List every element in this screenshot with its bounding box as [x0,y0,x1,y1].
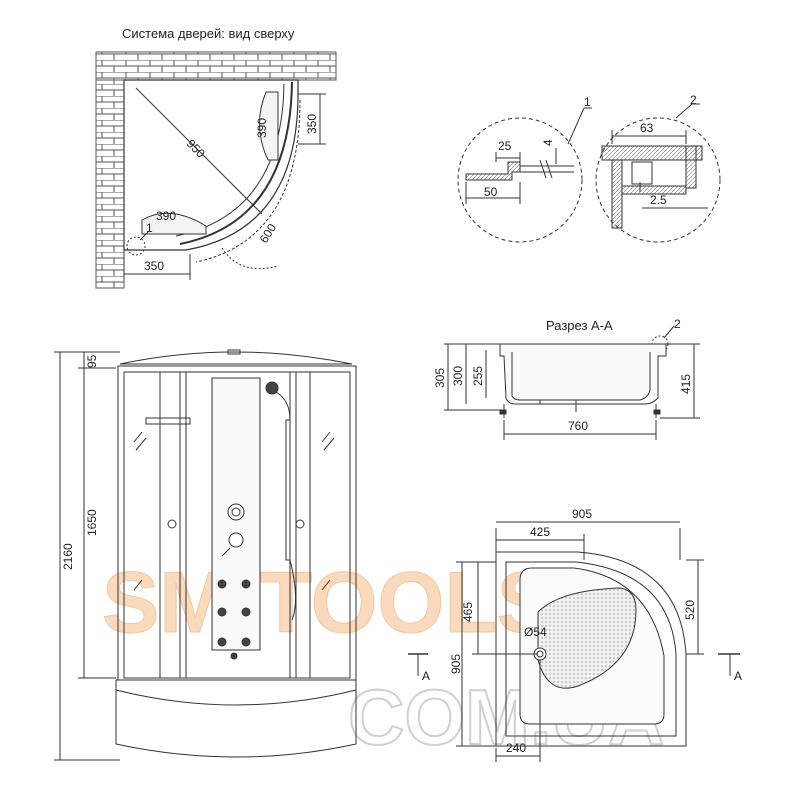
dim-1650: 1650 [85,509,99,536]
shower-head [265,381,279,395]
section-d415: 415 [679,374,693,394]
detail-1-d25: 25 [498,139,512,153]
section-marker-left: A [422,669,430,683]
detail-1: 1 25 4 50 [457,95,592,243]
section-d255: 255 [471,366,485,386]
mixer [228,532,244,548]
tray-d240: 240 [506,741,526,755]
callout-1-circle [126,236,146,256]
tray-section [499,343,667,405]
section-d300: 300 [451,366,465,386]
dim-950: 950 [184,137,208,161]
detail-2: 2 63 2.5 [595,93,721,243]
swing-arc-1 [258,91,279,161]
dim-390-bottom: 390 [156,209,176,223]
tray-d520: 520 [683,600,697,620]
massage-jets [217,579,251,660]
swing-arc-3 [221,247,279,270]
tray-d425: 425 [530,525,550,539]
dim-2160: 2160 [61,543,75,570]
profile-1 [465,161,521,181]
detail-1-circle [457,117,583,243]
tray-d465: 465 [461,602,475,622]
tray-outline [495,551,687,747]
section-callout-2: 2 [674,317,681,331]
detail-1-d50: 50 [484,185,498,199]
tray-d905-top: 905 [572,507,592,521]
dim-350-bottom: 350 [144,259,164,273]
cabin-outline [123,79,299,251]
door-arc-outer [179,81,293,245]
profile-2-side-right [685,145,697,189]
detail-1-d4: 4 [541,139,555,146]
watermark-line1: SM-TOOLS [102,555,554,651]
profile-2-top [601,145,703,161]
handle-left [167,519,177,529]
detail-2-d25: 2.5 [650,193,667,207]
brick-wall-left [95,79,125,289]
tray-top-view: 905 425 Ø54 905 465 520 240 A [408,507,742,762]
tray-d54: Ø54 [524,625,547,639]
handle-right [295,519,305,529]
detail-2-circle [595,117,721,243]
swing-arc-2 [141,212,207,235]
top-view: Система дверей: вид сверху 950 350 390 3… [95,26,337,289]
dim-95: 95 [85,354,99,368]
section-title: Разрез А-А [546,318,613,333]
callout-1: 1 [146,221,153,235]
tray-front [115,679,357,758]
dim-350-right: 350 [305,114,319,134]
section-marker-right: A [734,669,742,683]
section-view: Разрез А-А 2 305 300 255 415 760 [433,317,700,440]
tray-anti-slip [537,587,637,689]
door-arc-slide [195,99,301,263]
brick-wall-top [95,51,337,81]
tray-d905-side: 905 [449,654,463,674]
dim-600: 600 [257,221,280,246]
cabin-roof [119,351,353,365]
dim-950-line [135,87,263,215]
detail-2-label: 2 [690,93,697,107]
section-d305: 305 [433,368,447,388]
top-view-title: Система дверей: вид сверху [122,26,295,41]
detail-2-d63: 63 [640,121,654,135]
section-d760: 760 [568,419,588,433]
profile-2-side-left [611,159,623,229]
front-view: 2160 1650 95 [54,349,357,761]
dim-390-right: 390 [255,118,269,138]
mixer-top [227,503,245,521]
detail-1-label: 1 [584,95,591,109]
shelf [145,417,191,425]
